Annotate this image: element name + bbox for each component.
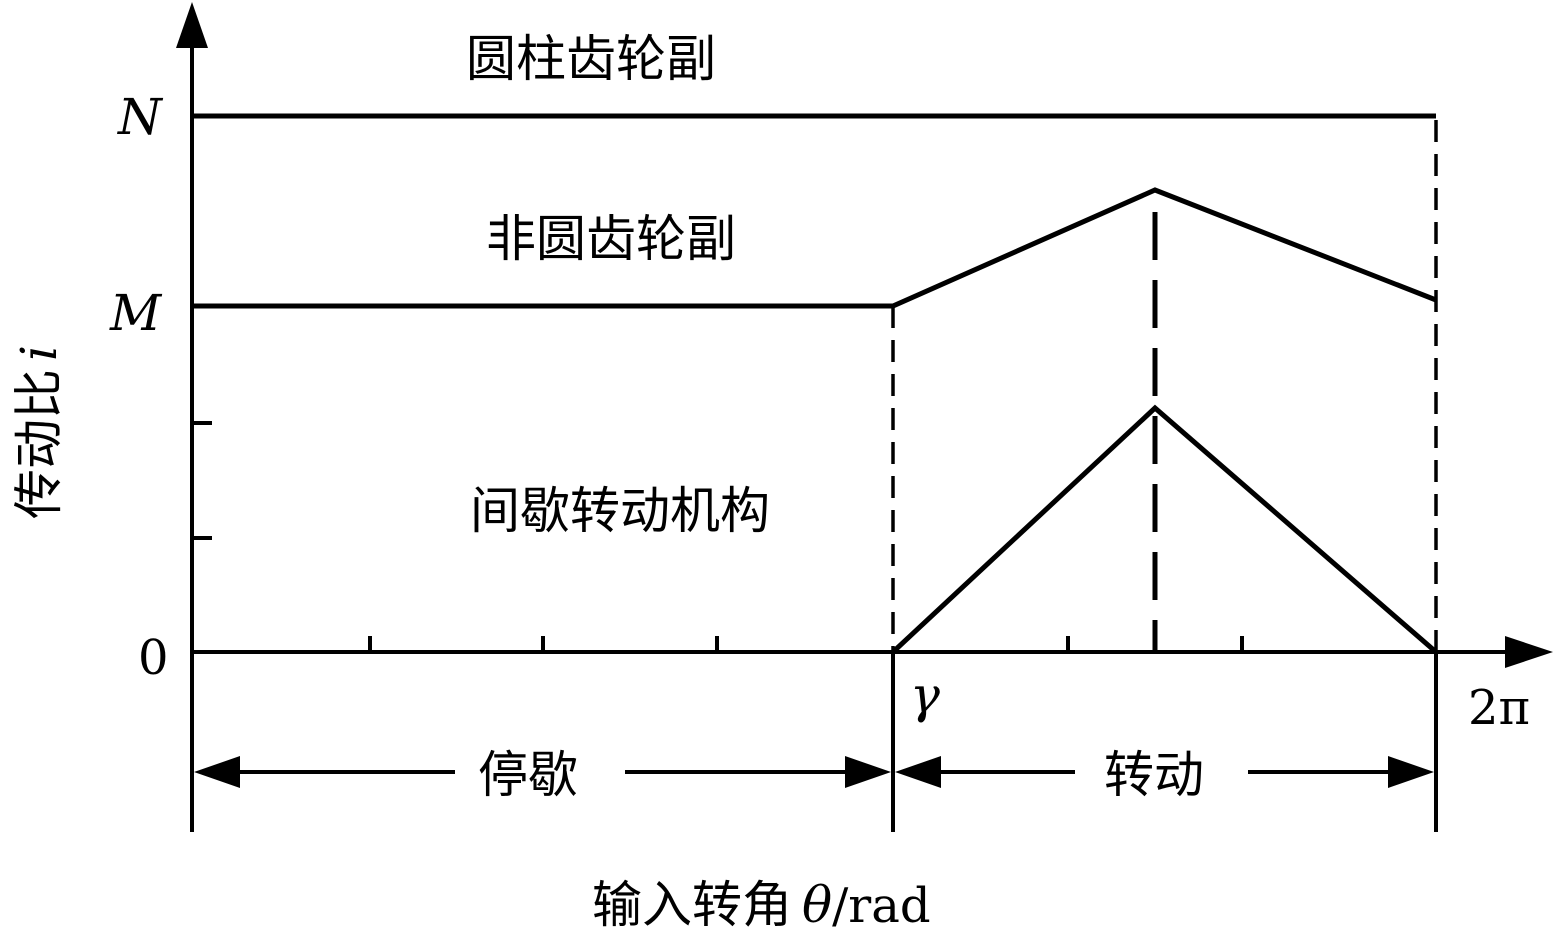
rotation-arrowhead-right <box>1388 756 1434 788</box>
y-axis-title: 传动比 i <box>10 345 68 519</box>
rotation-phase-label: 转动 <box>1104 746 1204 804</box>
y-tick-label-n: N <box>117 88 164 146</box>
x-axis-arrowhead <box>1505 636 1553 668</box>
y-axis-title-text: 传动比 <box>10 369 68 519</box>
x-axis-title-unit: /rad <box>832 878 930 934</box>
x-tick-label-two-pi: 2π <box>1468 680 1530 736</box>
intermittent-mechanism-curve <box>891 404 1438 654</box>
dwell-arrowhead-right <box>845 756 891 788</box>
y-tick-label-m: M <box>109 284 163 342</box>
x-axis-title-text: 输入转角 <box>592 876 792 934</box>
noncircular-gear-curve <box>192 187 1437 309</box>
dwell-arrowhead-left <box>194 756 240 788</box>
dwell-phase-label: 停歇 <box>478 746 578 804</box>
y-axis-arrowhead <box>176 2 208 48</box>
intermittent-mechanism-label: 间歇转动机构 <box>470 482 770 540</box>
cylindrical-gear-label: 圆柱齿轮副 <box>466 30 716 88</box>
y-axis-title-symbol: i <box>10 345 68 361</box>
noncircular-gear-label: 非圆齿轮副 <box>486 210 736 268</box>
x-axis-title-symbol: θ <box>802 876 832 934</box>
x-tick-label-gamma: γ <box>910 666 940 724</box>
svg-text:传动比i: 传动比 i <box>10 345 68 519</box>
rotation-arrowhead-left <box>895 756 941 788</box>
y-tick-label-zero: 0 <box>138 630 169 686</box>
